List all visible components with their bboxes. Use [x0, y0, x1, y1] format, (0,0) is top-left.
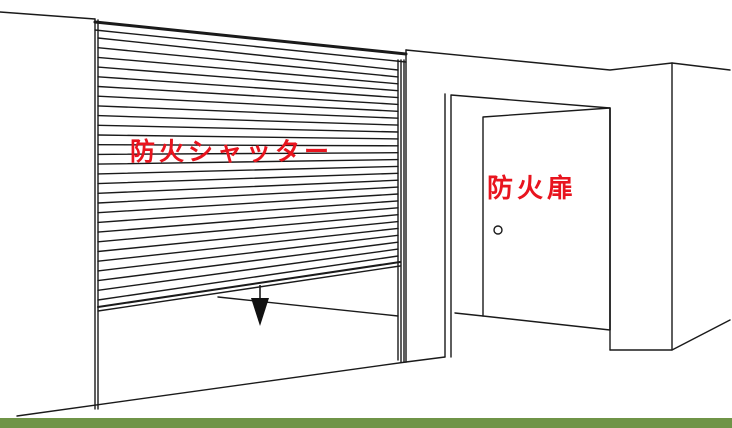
shutter-slat: [97, 95, 399, 113]
wall-outline: [0, 11, 731, 417]
shutter-slat: [97, 143, 399, 147]
shutter-slat: [97, 255, 399, 301]
shutter-slat: [97, 220, 399, 253]
shutter-slat: [97, 105, 399, 119]
shutter-slat: [97, 186, 399, 204]
shutter-slat: [97, 179, 399, 195]
shutter-slat: [97, 56, 399, 85]
down-arrow-icon: [251, 285, 269, 326]
shutter-slat: [97, 207, 399, 233]
footer-bar: [0, 418, 732, 428]
shutter-slat: [97, 66, 399, 92]
shutter-slat: [97, 213, 399, 243]
shutter-slat: [97, 47, 399, 78]
shutter-guide-rail: [397, 59, 405, 363]
shutter-slat: [97, 85, 399, 106]
shutter-head-box: [93, 20, 408, 63]
shutter-slat: [97, 200, 399, 224]
shutter-slats: [97, 37, 399, 301]
left-pillar: [94, 18, 99, 410]
shutter-slat: [97, 165, 399, 175]
shutter-slat: [97, 241, 399, 282]
shutter-slat: [97, 151, 399, 156]
fire-door-leaf: [482, 107, 611, 331]
shutter-bottom: [97, 261, 401, 317]
fire-shutter-label: 防火シャッター: [130, 137, 334, 166]
shutter-slat: [97, 76, 399, 99]
right-wall-block: [405, 62, 731, 363]
fire-door-label: 防火扉: [487, 174, 578, 204]
shutter-slat: [97, 114, 399, 126]
shutter-slat: [97, 227, 399, 262]
shutter-slat: [97, 234, 399, 272]
door-frame: [444, 93, 611, 358]
shutter-slat: [97, 37, 399, 71]
shutter-slat: [97, 124, 399, 133]
shutter-slat: [97, 248, 399, 291]
shutter-slat: [97, 193, 399, 214]
shutter-slat: [97, 158, 399, 165]
shutter-slat: [97, 172, 399, 185]
shutter-slat: [97, 134, 399, 140]
door-knob-icon: [493, 225, 503, 235]
